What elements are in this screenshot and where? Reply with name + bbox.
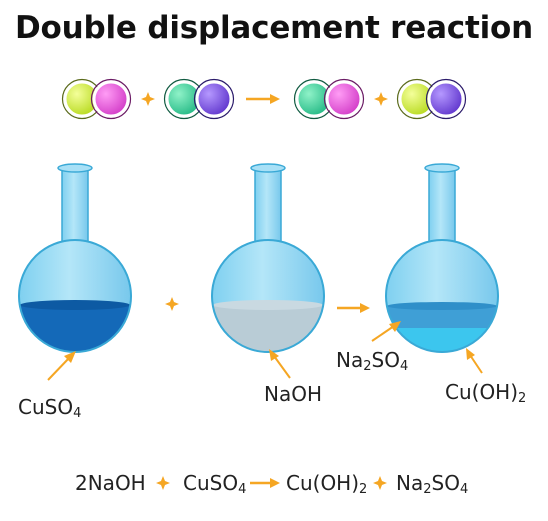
equation-term-cuso4: CuSO4 — [183, 471, 246, 497]
arrow-right-icon — [337, 303, 370, 313]
plus-icon — [374, 92, 388, 106]
label-naoh: NaOH — [264, 382, 322, 406]
pointer-arrow-na2so4 — [371, 321, 401, 342]
liquid-na2so4 — [386, 306, 498, 328]
molecule-pair-yellow-purple — [396, 78, 467, 120]
arrow-right-icon — [250, 478, 280, 488]
plus-icon — [156, 476, 170, 490]
flask-cuso4 — [18, 163, 132, 353]
label-cuoh2: Cu(OH)2 — [445, 380, 526, 406]
equation-term-naoh: 2NaOH — [75, 471, 146, 495]
molecule-pair-teal-purple — [163, 78, 235, 120]
equation-term-na2so4: Na2SO4 — [396, 471, 468, 497]
arrow-right-icon — [246, 94, 280, 104]
plus-icon — [373, 476, 387, 490]
pointer-arrow-cuso4 — [47, 351, 76, 381]
pointer-arrow-naoh — [269, 349, 291, 379]
plus-icon — [141, 92, 155, 106]
flask-naoh — [211, 163, 325, 353]
flask-products — [385, 163, 499, 353]
pointer-arrow-cuoh2 — [466, 348, 483, 374]
label-cuso4: CuSO4 — [18, 395, 81, 421]
label-na2so4: Na2SO4 — [336, 348, 408, 374]
molecule-pair-teal-magenta — [293, 78, 365, 120]
molecule-pair-yellow-magenta — [61, 78, 132, 120]
page-title: Double displacement reaction — [15, 10, 533, 46]
plus-icon — [165, 297, 179, 311]
equation-term-cuoh2: Cu(OH)2 — [286, 471, 367, 497]
